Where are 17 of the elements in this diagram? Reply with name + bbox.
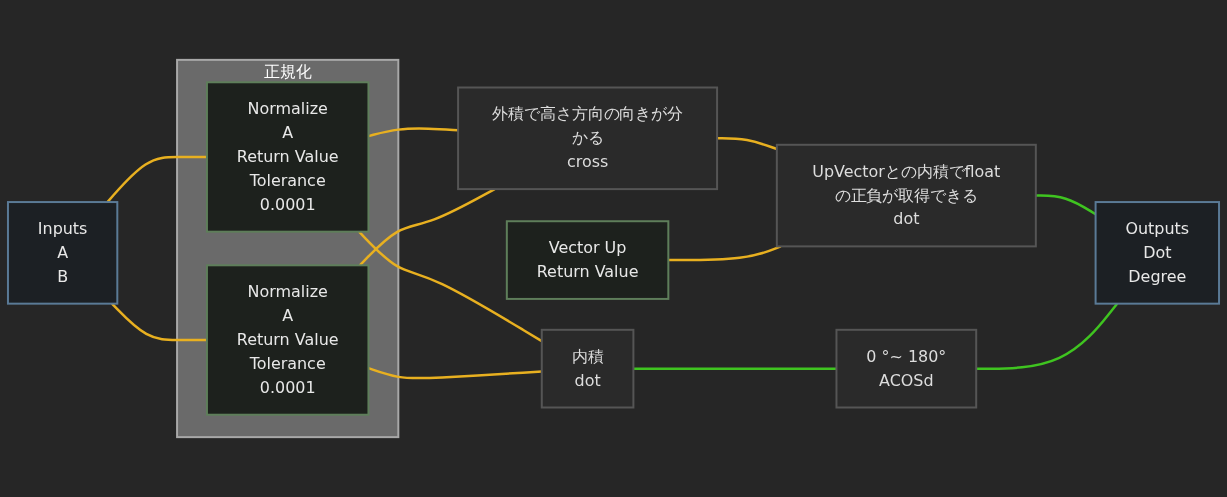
connector [106, 155, 207, 203]
connector [368, 367, 542, 380]
connector [111, 302, 207, 342]
node-box: Inputs A B [6, 201, 119, 305]
node-box: Normalize A Return Value Tolerance 0.0001 [205, 81, 370, 233]
node-box: Normalize A Return Value Tolerance 0.0001 [205, 264, 370, 416]
connector [358, 188, 496, 267]
node-box: 外積で高さ方向の向きが分かる cross [457, 86, 719, 191]
connector [976, 302, 1119, 370]
connector [633, 367, 837, 370]
connector [368, 127, 459, 138]
node-box: Vector Up Return Value [505, 220, 670, 300]
node-box: 内積 dot [540, 328, 635, 409]
connector [668, 245, 782, 262]
node-box: UpVectorとの内積でfloatの正負が取得できる dot [775, 143, 1037, 248]
node-box: 0 °~ 180° ACOSd [835, 328, 978, 409]
node-box: Outputs Dot Degree [1094, 201, 1221, 305]
